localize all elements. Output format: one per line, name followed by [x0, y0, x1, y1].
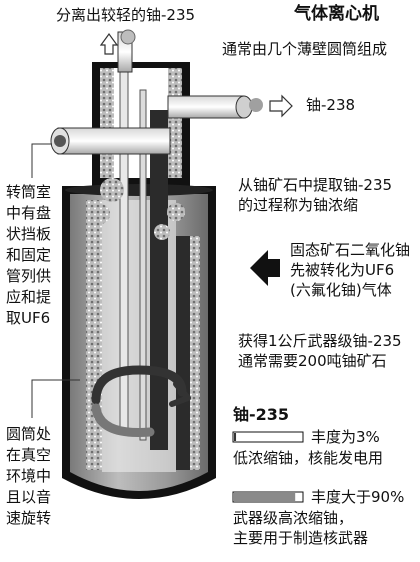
extraction-line-1: 从铀矿石中提取铀-235	[238, 176, 393, 194]
legend-title: 铀-235	[233, 405, 290, 424]
legend-bar-low	[232, 431, 304, 443]
page-title: 气体离心机	[294, 4, 379, 24]
top-output-label: 分离出较轻的铀-235	[56, 6, 196, 24]
legend-high-desc-2: 主要用于制造核武器	[233, 529, 369, 547]
legend-high-desc-1: 武器级高浓缩铀，	[233, 509, 354, 527]
inner-rotor	[86, 39, 200, 472]
feed-pipe	[50, 127, 171, 155]
legend-low-desc: 低浓缩铀，核能发电用	[233, 449, 384, 467]
rotor-chamber-line-2: 中有盘	[6, 204, 52, 222]
rotation-line-4: 且以音	[6, 488, 52, 506]
legend-low-label: 丰度为3%	[311, 428, 380, 446]
rotation-line-5: 速旋转	[6, 509, 52, 527]
rotor-chamber-line-1: 转筒室	[6, 183, 52, 201]
rotation-line-3: 环境中	[6, 467, 52, 485]
rotor-chamber-line-4: 和固定	[6, 246, 52, 264]
leader-lines	[31, 143, 80, 418]
conversion-line-1: 固态矿石二氧化铀	[290, 241, 411, 259]
legend-high-label: 丰度大于90%	[311, 488, 405, 506]
structure-label: 通常由几个薄壁圆筒组成	[222, 40, 388, 58]
input-arrow-icon	[250, 250, 280, 286]
top-pipe	[117, 29, 136, 73]
requirement-line-2: 通常需要200吨铀矿石	[238, 352, 387, 370]
arrow-right-icon	[269, 94, 293, 118]
rotation-line-1: 圆筒处	[6, 425, 52, 443]
requirement-line-1: 获得1公斤武器级铀-235	[238, 332, 402, 350]
rotor-chamber-line-3: 状挡板	[6, 225, 52, 243]
rotation-line-2: 在真空	[6, 446, 52, 464]
legend-bar-high	[232, 491, 304, 503]
arrow-up-icon	[99, 32, 119, 55]
rotor-chamber-line-5: 管列供	[6, 267, 52, 285]
gas-particles	[90, 178, 185, 240]
rotor-chamber-line-6: 应和提	[6, 288, 52, 306]
extraction-line-2: 的过程称为铀浓缩	[238, 196, 359, 214]
rotation-arrow	[91, 365, 191, 437]
conversion-line-2: 先被转化为UF6	[290, 261, 395, 279]
rotor-chamber-line-7: 取UF6	[6, 309, 51, 327]
conversion-line-3: (六氟化铀)气体	[290, 281, 392, 299]
side-output-label: 铀-238	[306, 96, 356, 114]
side-pipe	[167, 95, 263, 119]
